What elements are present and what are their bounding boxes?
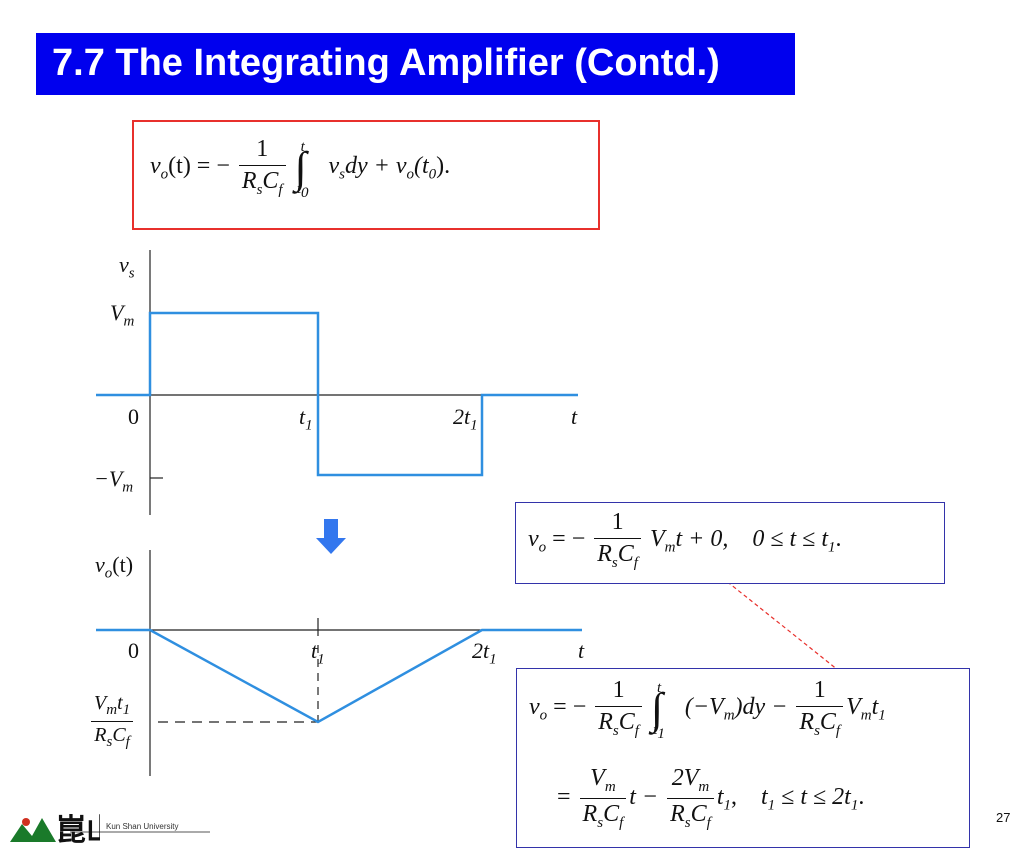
down-arrow-shaft	[324, 519, 338, 538]
page-number: 27	[996, 810, 1011, 825]
graph1-neg-vm-label: −Vm	[94, 466, 134, 496]
main-equation-box: vo(t) = − 1 RsCf ∫tt0 vsdy + vo(t0).	[132, 120, 600, 230]
graph1-2t1-label: 2t1	[453, 404, 478, 434]
graph1-vm-label: Vm	[110, 300, 135, 330]
main-equation-fraction: 1 RsCf	[238, 136, 286, 199]
graph1-y-label: vs	[119, 252, 135, 282]
svg-text:崑山: 崑山	[56, 813, 100, 848]
graph1-t1-label: t1	[299, 404, 313, 434]
integral-sign: ∫	[294, 142, 307, 192]
graph2-triangle-wave	[96, 628, 582, 724]
graph1-t-label: t	[571, 404, 578, 429]
graph2-t1-label: t1	[311, 638, 325, 668]
graph2-level-label: Vmt1 RsCf	[88, 692, 136, 751]
graph2-zero-label: 0	[128, 638, 139, 663]
title-bar: 7.7 The Integrating Amplifier (Contd.)	[36, 33, 795, 95]
down-arrow-head	[316, 538, 346, 554]
graph2-y-label: vo(t)	[95, 552, 134, 582]
slide-title: 7.7 The Integrating Amplifier (Contd.)	[52, 42, 720, 84]
graph2-2t1-label: 2t1	[472, 638, 497, 668]
graph2-t-label: t	[578, 638, 585, 663]
main-equation: vo(t) = − 1 RsCf ∫tt0 vsdy + vo(t0).	[150, 136, 451, 201]
university-name: Kun Shan University	[106, 822, 179, 831]
university-logo-icon: 崑山	[10, 813, 100, 848]
graph1-zero-label: 0	[128, 404, 139, 429]
graph1-square-wave	[96, 311, 578, 477]
